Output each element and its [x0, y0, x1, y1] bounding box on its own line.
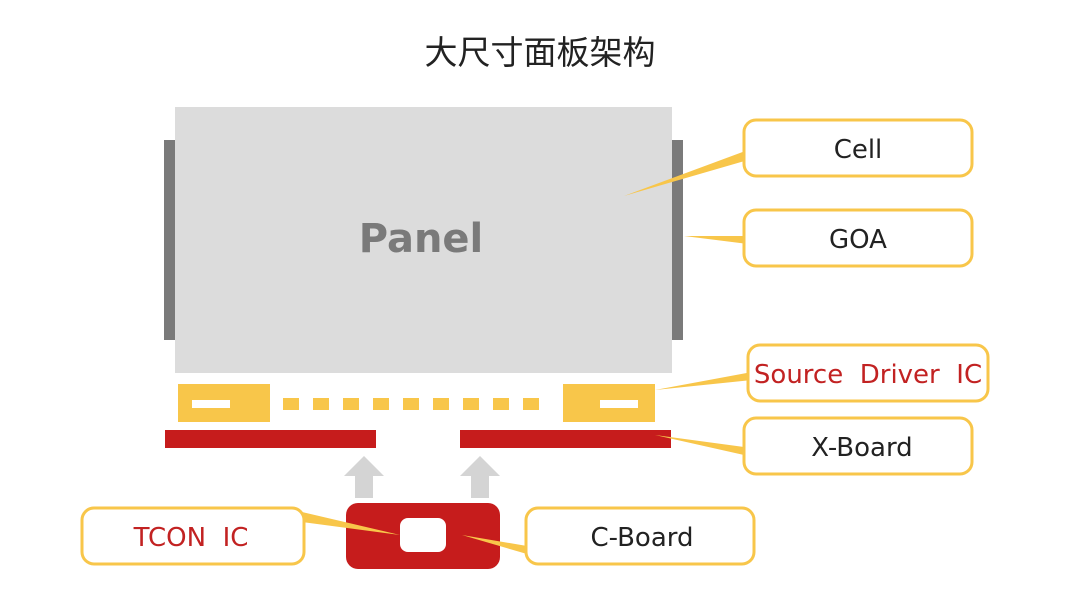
x-board-left: [165, 430, 376, 448]
x-board-right: [460, 430, 671, 448]
leader-x-board: [655, 435, 744, 455]
callout-c-board: C-Board: [524, 506, 756, 566]
leader-c-board: [462, 535, 527, 554]
panel-cell: [175, 107, 672, 373]
panel-label: Panel: [359, 216, 484, 262]
callout-goa: GOA: [742, 208, 974, 268]
callout-tcon-ic-label: TCON IC: [133, 523, 249, 553]
leader-source-driver: [655, 372, 752, 390]
tcon-ic-chip: [400, 518, 446, 552]
callout-goa-label: GOA: [829, 225, 887, 255]
up-arrow-left: [344, 456, 384, 498]
leader-lines: [302, 150, 752, 554]
leader-goa: [684, 236, 748, 244]
up-arrow-right: [460, 456, 500, 498]
callout-source-driver-ic: Source Driver IC: [746, 343, 990, 403]
diagram-title: 大尺寸面板架构: [424, 33, 656, 72]
callout-cell: Cell: [742, 118, 974, 178]
callout-source-driver-ic-label: Source Driver IC: [754, 360, 982, 390]
leader-cell: [624, 150, 748, 196]
leader-tcon: [302, 512, 400, 535]
callout-tcon-ic: TCON IC: [80, 506, 306, 566]
goa-bar-right: [672, 140, 683, 340]
source-driver-ic-right-chip: [600, 400, 638, 408]
callout-c-board-label: C-Board: [590, 523, 693, 553]
callout-x-board-label: X-Board: [811, 433, 912, 463]
source-driver-ic-left-chip: [192, 400, 230, 408]
goa-bar-left: [164, 140, 175, 340]
callout-cell-label: Cell: [834, 135, 883, 165]
source-driver-dots: [283, 398, 539, 410]
callout-x-board: X-Board: [742, 416, 974, 476]
